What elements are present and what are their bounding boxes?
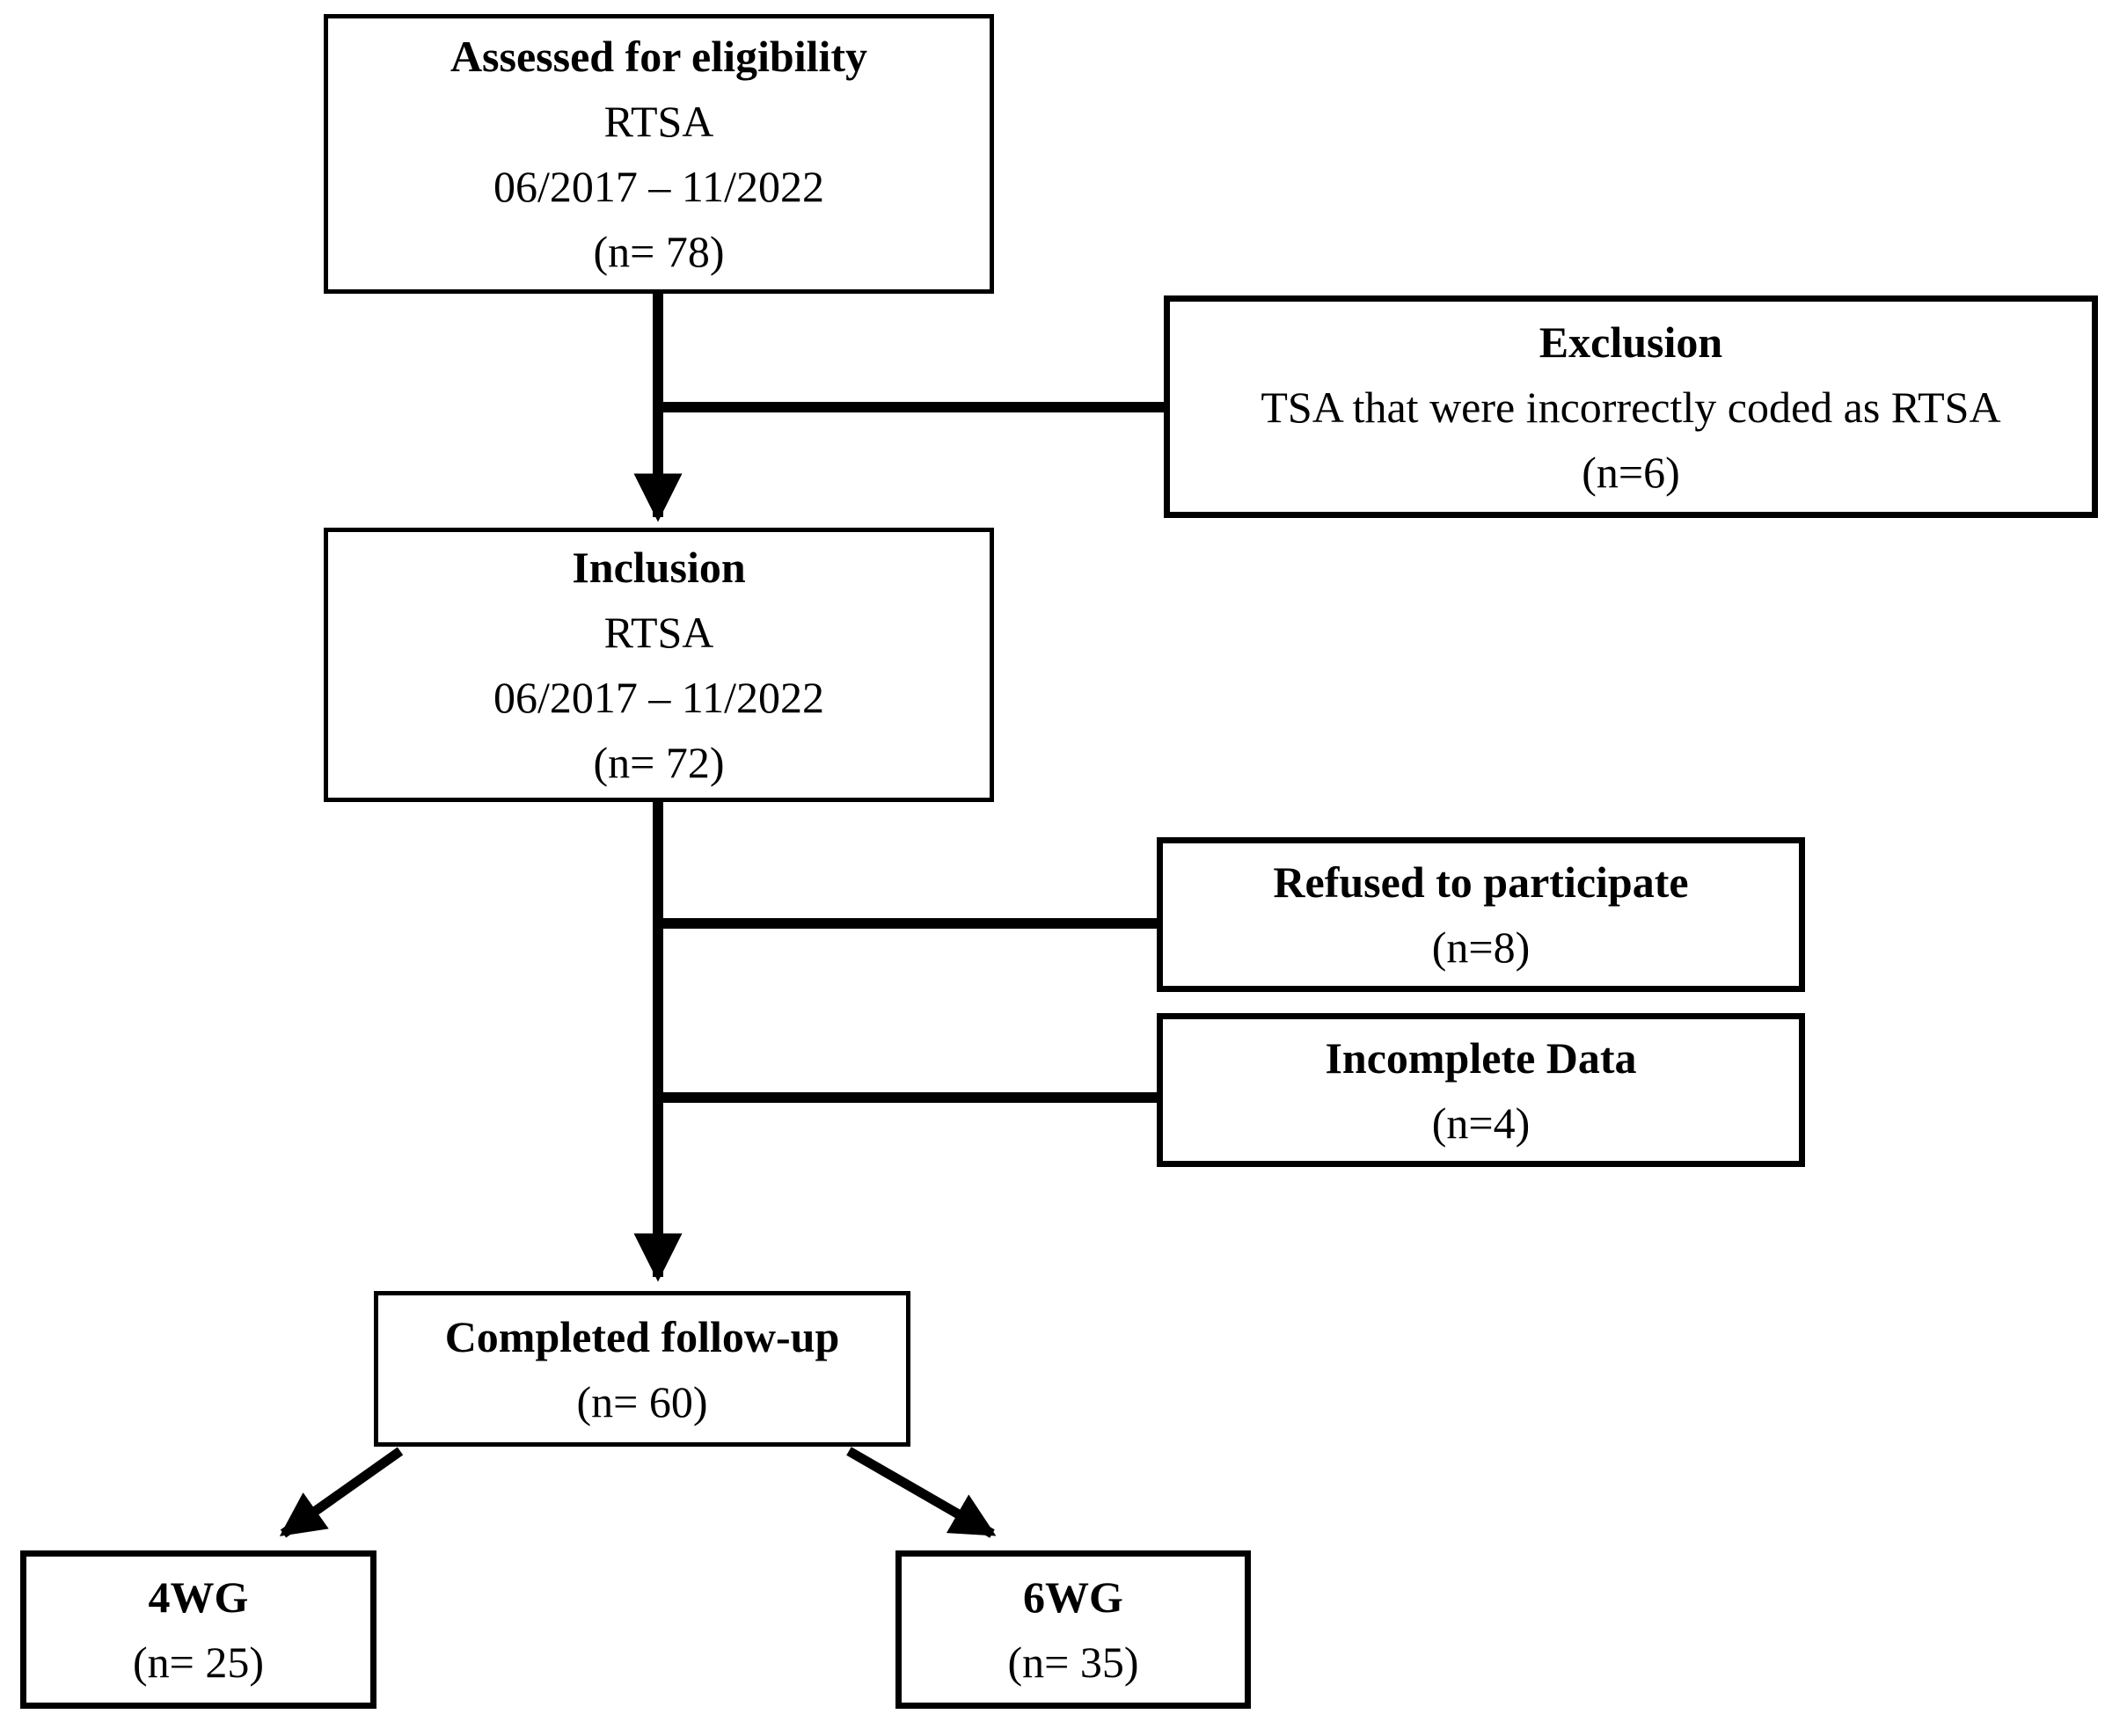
refused-box: Refused to participate (n=8) (1157, 837, 1805, 992)
refused-title: Refused to participate (1273, 857, 1689, 907)
incomplete-count: (n=4) (1431, 1098, 1531, 1148)
group-6wg-title: 6WG (1023, 1572, 1123, 1622)
exclusion-box: Exclusion TSA that were incorrectly code… (1164, 295, 2098, 518)
assessed-box: Assessed for eligibility RTSA 06/2017 – … (324, 14, 994, 294)
group-6wg-count: (n= 35) (1007, 1638, 1139, 1687)
exclusion-title: Exclusion (1539, 317, 1723, 367)
exclusion-count: (n=6) (1582, 447, 1680, 497)
assessed-subtitle: RTSA (603, 97, 714, 146)
arrow-completed-to-6wg (846, 1447, 997, 1538)
group-6wg-box: 6WG (n= 35) (895, 1550, 1251, 1709)
exclusion-reason: TSA that were incorrectly coded as RTSA (1261, 382, 2001, 432)
inclusion-box: Inclusion RTSA 06/2017 – 11/2022 (n= 72) (324, 528, 994, 802)
incomplete-title: Incomplete Data (1325, 1032, 1637, 1083)
inclusion-subtitle: RTSA (603, 608, 714, 657)
inclusion-period: 06/2017 – 11/2022 (493, 673, 824, 722)
completed-count: (n= 60) (576, 1376, 708, 1426)
refused-count: (n=8) (1431, 923, 1531, 972)
incomplete-box: Incomplete Data (n=4) (1157, 1013, 1805, 1167)
assessed-count: (n= 78) (593, 227, 725, 276)
group-4wg-box: 4WG (n= 25) (20, 1550, 376, 1709)
group-4wg-count: (n= 25) (133, 1638, 264, 1687)
arrow-completed-to-4wg (279, 1447, 404, 1538)
inclusion-count: (n= 72) (593, 738, 725, 787)
assessed-title: Assessed for eligibility (450, 32, 868, 81)
completed-box: Completed follow-up (n= 60) (374, 1291, 910, 1447)
completed-title: Completed follow-up (444, 1311, 840, 1361)
inclusion-title: Inclusion (572, 543, 746, 592)
assessed-period: 06/2017 – 11/2022 (493, 162, 824, 211)
group-4wg-title: 4WG (148, 1572, 249, 1622)
